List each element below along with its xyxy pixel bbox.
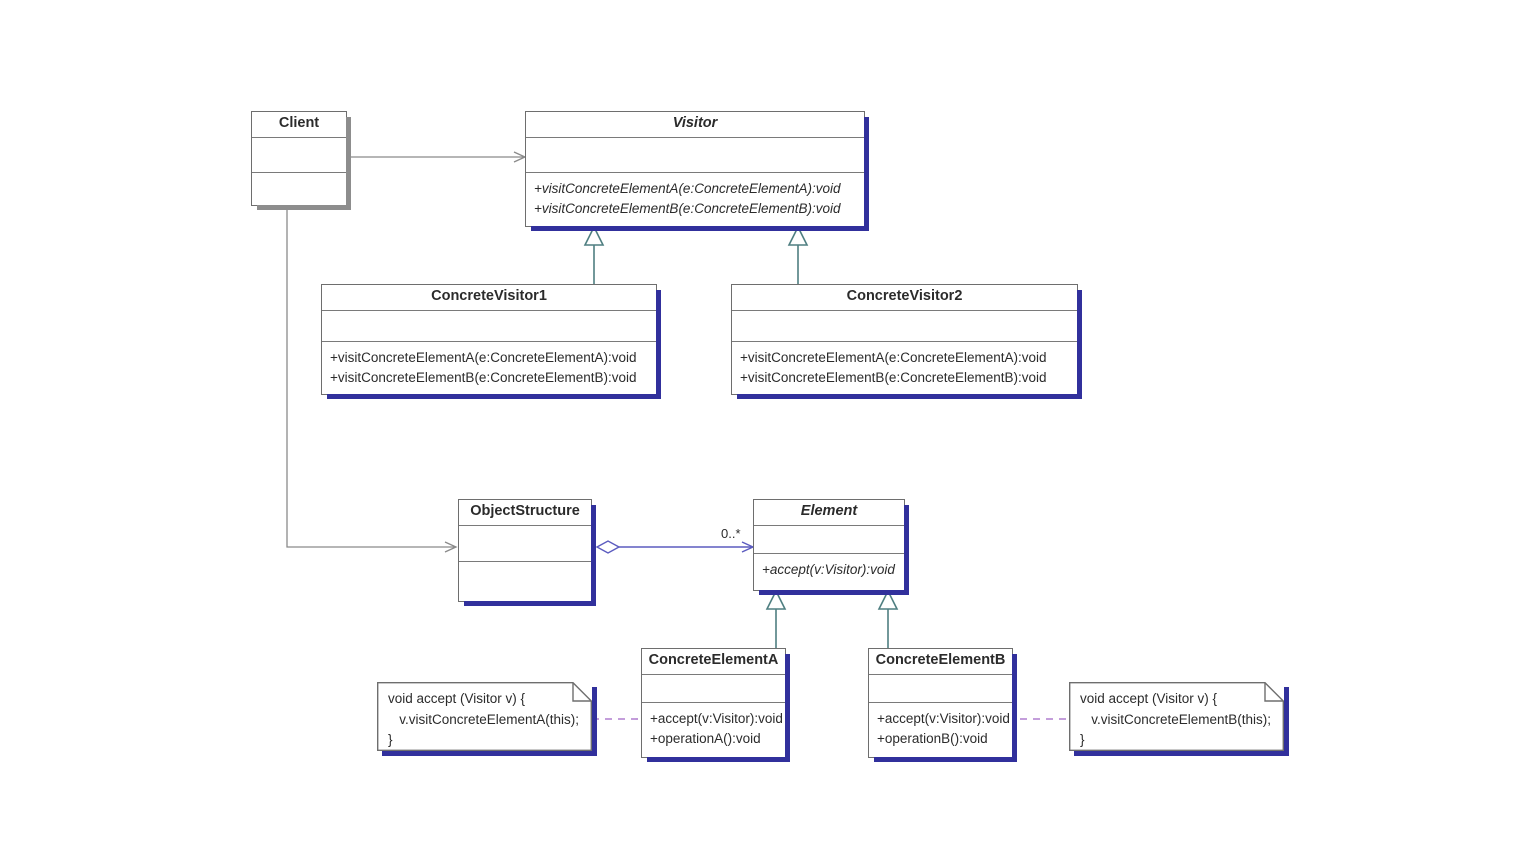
operation-row: +visitConcreteElementB(e:ConcreteElement… — [534, 200, 841, 216]
class-box-concretevisitor2[interactable]: ConcreteVisitor2 +visitConcreteElementA(… — [731, 284, 1082, 399]
class-title-concreteelementb: ConcreteElementB — [869, 649, 1012, 675]
note-shape-a — [377, 682, 592, 751]
operation-row: +visitConcreteElementA(e:ConcreteElement… — [534, 180, 841, 196]
class-attributes-visitor — [526, 138, 864, 173]
class-attributes-concretevisitor1 — [322, 311, 656, 342]
class-title-visitor: Visitor — [526, 112, 864, 138]
operation-row: +visitConcreteElementB(e:ConcreteElement… — [330, 369, 637, 385]
link-concreteelementa-to-element — [765, 589, 787, 648]
class-operations-concreteelementa: +accept(v:Visitor):void +operationA():vo… — [642, 703, 785, 755]
class-attributes-concretevisitor2 — [732, 311, 1077, 342]
class-attributes-element — [754, 526, 904, 554]
operation-row: +operationB():void — [877, 730, 988, 746]
operation-row: +operationA():void — [650, 730, 761, 746]
link-concretevisitor2-to-visitor — [787, 225, 809, 284]
class-operations-element: +accept(v:Visitor):void — [754, 554, 904, 587]
note-text-a: void accept (Visitor v) { v.visitConcret… — [388, 691, 580, 748]
class-operations-visitor: +visitConcreteElementA(e:ConcreteElement… — [526, 173, 864, 225]
class-title-client: Client — [252, 112, 346, 138]
class-title-concretevisitor2: ConcreteVisitor2 — [732, 285, 1077, 311]
class-title-element: Element — [754, 500, 904, 526]
class-box-element[interactable]: Element +accept(v:Visitor):void — [753, 499, 909, 595]
class-operations-concretevisitor2: +visitConcreteElementA(e:ConcreteElement… — [732, 342, 1077, 394]
multiplicity-label-0-star: 0..* — [721, 526, 741, 541]
class-box-concreteelementa[interactable]: ConcreteElementA +accept(v:Visitor):void… — [641, 648, 790, 762]
note-shape-b — [1069, 682, 1284, 751]
class-attributes-objectstructure — [459, 526, 591, 562]
note-text-b: void accept (Visitor v) { v.visitConcret… — [1080, 691, 1272, 748]
operation-row: +visitConcreteElementB(e:ConcreteElement… — [740, 369, 1047, 385]
class-title-concretevisitor1: ConcreteVisitor1 — [322, 285, 656, 311]
class-attributes-concreteelementb — [869, 675, 1012, 703]
operation-row: +accept(v:Visitor):void — [762, 561, 895, 577]
operation-row: +visitConcreteElementA(e:ConcreteElement… — [740, 349, 1047, 365]
class-operations-concretevisitor1: +visitConcreteElementA(e:ConcreteElement… — [322, 342, 656, 394]
operation-row: +visitConcreteElementA(e:ConcreteElement… — [330, 349, 637, 365]
link-concretevisitor1-to-visitor — [583, 225, 605, 284]
class-attributes-client — [252, 138, 346, 173]
class-title-concreteelementa: ConcreteElementA — [642, 649, 785, 675]
operation-row: +accept(v:Visitor):void — [877, 710, 1010, 726]
link-concreteelementb-to-element — [877, 589, 899, 648]
class-attributes-concreteelementa — [642, 675, 785, 703]
class-box-concretevisitor1[interactable]: ConcreteVisitor1 +visitConcreteElementA(… — [321, 284, 661, 399]
operation-row: +accept(v:Visitor):void — [650, 710, 783, 726]
class-operations-objectstructure — [459, 562, 591, 603]
class-operations-client — [252, 173, 346, 209]
note-concreteelementa[interactable]: void accept (Visitor v) { v.visitConcret… — [377, 682, 597, 756]
note-concreteelementb[interactable]: void accept (Visitor v) { v.visitConcret… — [1069, 682, 1289, 756]
class-operations-concreteelementb: +accept(v:Visitor):void +operationB():vo… — [869, 703, 1012, 755]
class-box-visitor[interactable]: Visitor +visitConcreteElementA(e:Concret… — [525, 111, 869, 231]
class-box-objectstructure[interactable]: ObjectStructure — [458, 499, 596, 606]
class-box-client[interactable]: Client — [251, 111, 351, 210]
class-title-objectstructure: ObjectStructure — [459, 500, 591, 526]
link-objectstructure-to-element — [595, 540, 755, 554]
class-box-concreteelementb[interactable]: ConcreteElementB +accept(v:Visitor):void… — [868, 648, 1017, 762]
